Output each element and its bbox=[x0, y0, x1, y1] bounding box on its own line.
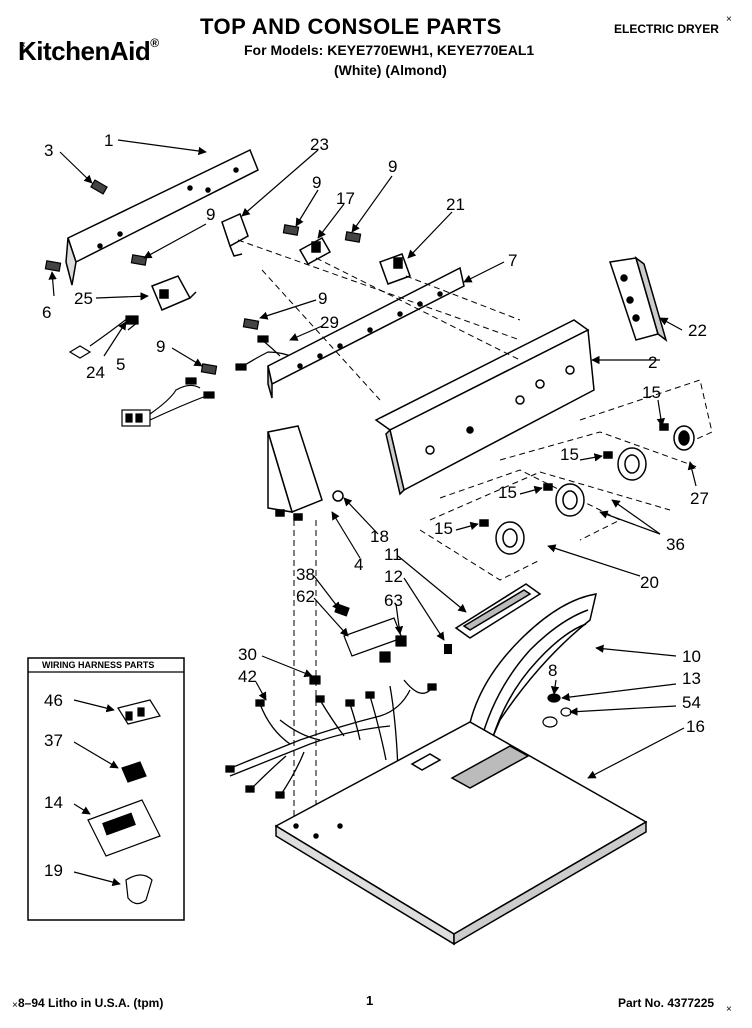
lint-duct-part bbox=[465, 593, 597, 749]
knob-parts bbox=[479, 423, 695, 555]
callout-13: 13 bbox=[682, 669, 701, 688]
callout-15a: 15 bbox=[642, 383, 661, 402]
end-cap-part-4 bbox=[267, 425, 344, 521]
harness-part-29 bbox=[235, 335, 297, 371]
registration-mark-bottom-left: × bbox=[12, 1000, 18, 1011]
part-21 bbox=[379, 253, 411, 285]
callout-22: 22 bbox=[688, 321, 707, 340]
callout-9e: 9 bbox=[156, 337, 165, 356]
colors-line: (White) (Almond) bbox=[334, 62, 447, 78]
brand-mark: ® bbox=[150, 36, 159, 50]
brand-name: KitchenAid bbox=[18, 36, 151, 66]
callout-62: 62 bbox=[296, 587, 315, 606]
clip-part bbox=[444, 644, 452, 654]
callout-30: 30 bbox=[238, 645, 257, 664]
bracket-parts-62-63 bbox=[309, 603, 407, 685]
timer-part bbox=[151, 275, 197, 311]
lint-screen-part bbox=[454, 583, 542, 639]
inset-item-46: 46 bbox=[44, 691, 63, 710]
callout-leaders bbox=[48, 139, 697, 779]
bracket-part bbox=[298, 236, 332, 266]
callout-18: 18 bbox=[370, 527, 389, 546]
callout-20: 20 bbox=[640, 573, 659, 592]
page-number: 1 bbox=[366, 993, 374, 1008]
callout-17: 17 bbox=[336, 189, 355, 208]
litho-note: 8–94 Litho in U.S.A. (tpm) bbox=[18, 996, 164, 1010]
screw-parts bbox=[44, 179, 362, 375]
models-line: For Models: KEYE770EWH1, KEYE770EAL1 bbox=[244, 42, 535, 58]
callout-9c: 9 bbox=[388, 157, 397, 176]
callout-7: 7 bbox=[508, 251, 517, 270]
callout-24: 24 bbox=[86, 363, 105, 382]
callout-29: 29 bbox=[320, 313, 339, 332]
product-type: ELECTRIC DRYER bbox=[614, 22, 719, 36]
callout-12: 12 bbox=[384, 567, 403, 586]
inset-item-14: 14 bbox=[44, 793, 63, 812]
registration-mark-bottom-right: × bbox=[726, 1004, 732, 1015]
inset-item-37: 37 bbox=[44, 731, 63, 750]
harness-part-5 bbox=[121, 377, 215, 427]
callout-63: 63 bbox=[384, 591, 403, 610]
console-part bbox=[374, 319, 595, 496]
callout-5: 5 bbox=[116, 355, 125, 374]
inset-item-19: 19 bbox=[44, 861, 63, 880]
callout-1: 1 bbox=[104, 131, 113, 150]
callout-9d: 9 bbox=[318, 289, 327, 308]
page-title: TOP AND CONSOLE PARTS bbox=[200, 14, 502, 39]
callout-11: 11 bbox=[384, 545, 402, 564]
callout-42: 42 bbox=[238, 667, 257, 686]
wiring-harness-inset: WIRING HARNESS PARTS 46 37 14 19 bbox=[27, 657, 185, 921]
switch-part bbox=[221, 212, 249, 257]
registration-mark-top-left: × bbox=[20, 40, 26, 51]
inset-title: WIRING HARNESS PARTS bbox=[42, 660, 154, 670]
top-panel-part bbox=[274, 721, 648, 946]
callout-25: 25 bbox=[74, 289, 93, 308]
callout-23: 23 bbox=[310, 135, 329, 154]
part-number: Part No. 4377225 bbox=[618, 996, 715, 1010]
registration-mark-top-right: × bbox=[726, 14, 732, 25]
fastener-parts bbox=[542, 693, 572, 728]
callout-10: 10 bbox=[682, 647, 701, 666]
callout-54: 54 bbox=[682, 693, 701, 712]
callout-6: 6 bbox=[42, 303, 51, 322]
callout-36: 36 bbox=[666, 535, 685, 554]
part-24 bbox=[68, 315, 140, 359]
callout-2: 2 bbox=[648, 353, 657, 372]
main-wiring-harness bbox=[225, 679, 437, 799]
callout-3: 3 bbox=[44, 141, 53, 160]
callout-15b: 15 bbox=[560, 445, 579, 464]
callout-15d: 15 bbox=[434, 519, 453, 538]
back-panel-part bbox=[65, 148, 259, 286]
callout-16: 16 bbox=[686, 717, 705, 736]
callout-8: 8 bbox=[548, 661, 557, 680]
callout-15c: 15 bbox=[498, 483, 517, 502]
callout-4: 4 bbox=[354, 555, 363, 574]
callout-21: 21 bbox=[446, 195, 465, 214]
brand-logo: KitchenAid® bbox=[18, 36, 159, 67]
callout-9b: 9 bbox=[312, 173, 321, 192]
callout-38: 38 bbox=[296, 565, 315, 584]
control-bracket-part bbox=[267, 266, 465, 399]
callout-9a: 9 bbox=[206, 205, 215, 224]
end-cap-part bbox=[609, 256, 668, 342]
callout-27: 27 bbox=[690, 489, 709, 508]
